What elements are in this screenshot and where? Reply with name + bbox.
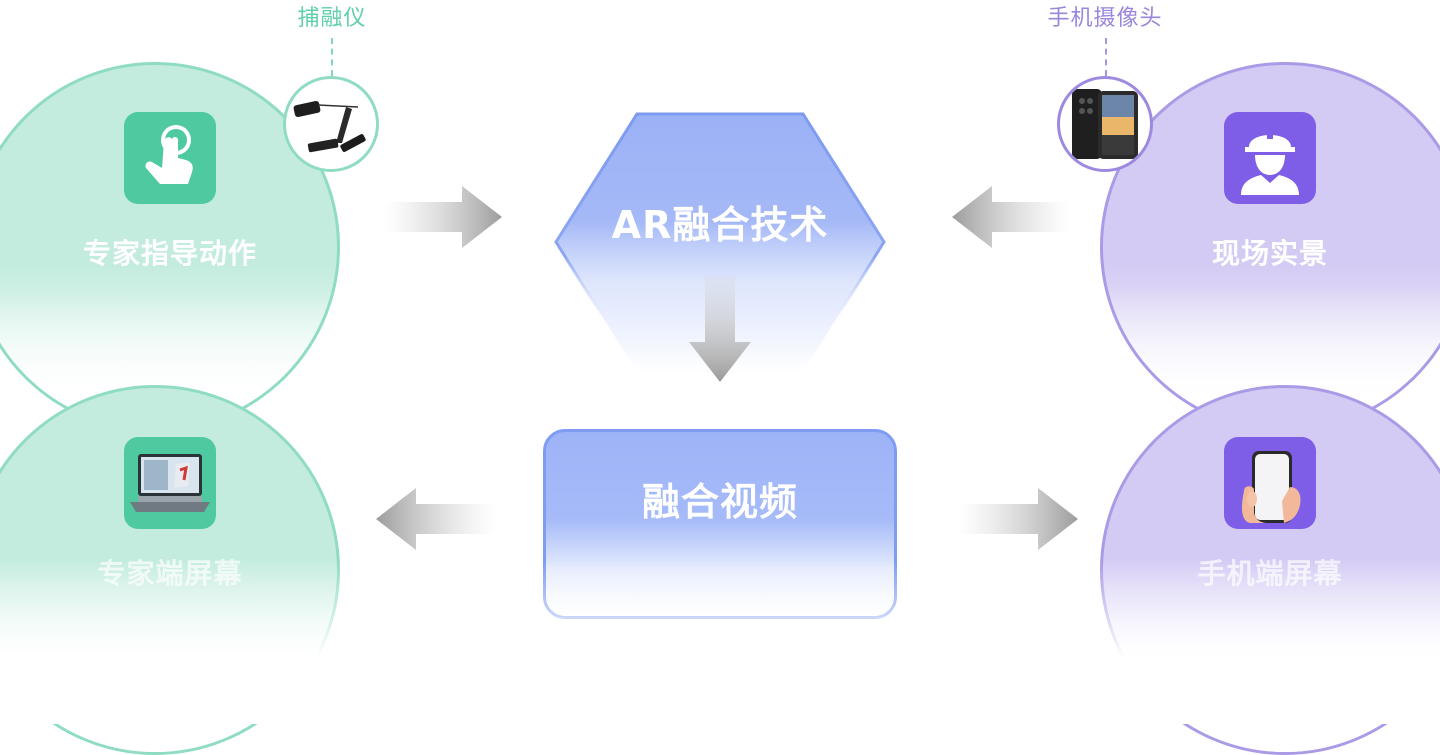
capture-device-connector bbox=[331, 38, 333, 76]
worker-icon bbox=[1224, 112, 1316, 204]
expert-action-label: 专家指导动作 bbox=[82, 237, 257, 270]
arrow-video-to-phone-screen bbox=[958, 488, 1078, 550]
ar-fusion-node bbox=[554, 112, 886, 374]
phone-camera-label: 手机摄像头 bbox=[1047, 6, 1163, 31]
phone-camera-badge bbox=[1057, 76, 1153, 172]
capture-device-icon bbox=[293, 100, 366, 153]
hand-tap-icon bbox=[124, 112, 216, 204]
capture-device-badge bbox=[283, 76, 379, 172]
capture-device-label: 捕融仪 bbox=[297, 6, 367, 31]
expert-screen-label: 专家端屏幕 bbox=[97, 557, 243, 590]
rugged-phone-icon bbox=[1072, 89, 1138, 159]
phone-camera-connector bbox=[1105, 38, 1107, 76]
ar-fusion-label: AR融合技术 bbox=[611, 203, 829, 247]
site-scene-label: 现场实景 bbox=[1211, 237, 1328, 270]
arrow-ar-to-video bbox=[689, 276, 751, 382]
arrow-expert-to-ar bbox=[384, 186, 502, 248]
laptop-icon bbox=[124, 437, 216, 529]
fused-video-label: 融合视频 bbox=[641, 480, 798, 524]
arrow-video-to-expert-screen bbox=[376, 488, 496, 550]
phone-in-hand-icon bbox=[1224, 437, 1316, 529]
arrow-site-to-ar bbox=[952, 186, 1070, 248]
phone-screen-label: 手机端屏幕 bbox=[1197, 557, 1343, 590]
